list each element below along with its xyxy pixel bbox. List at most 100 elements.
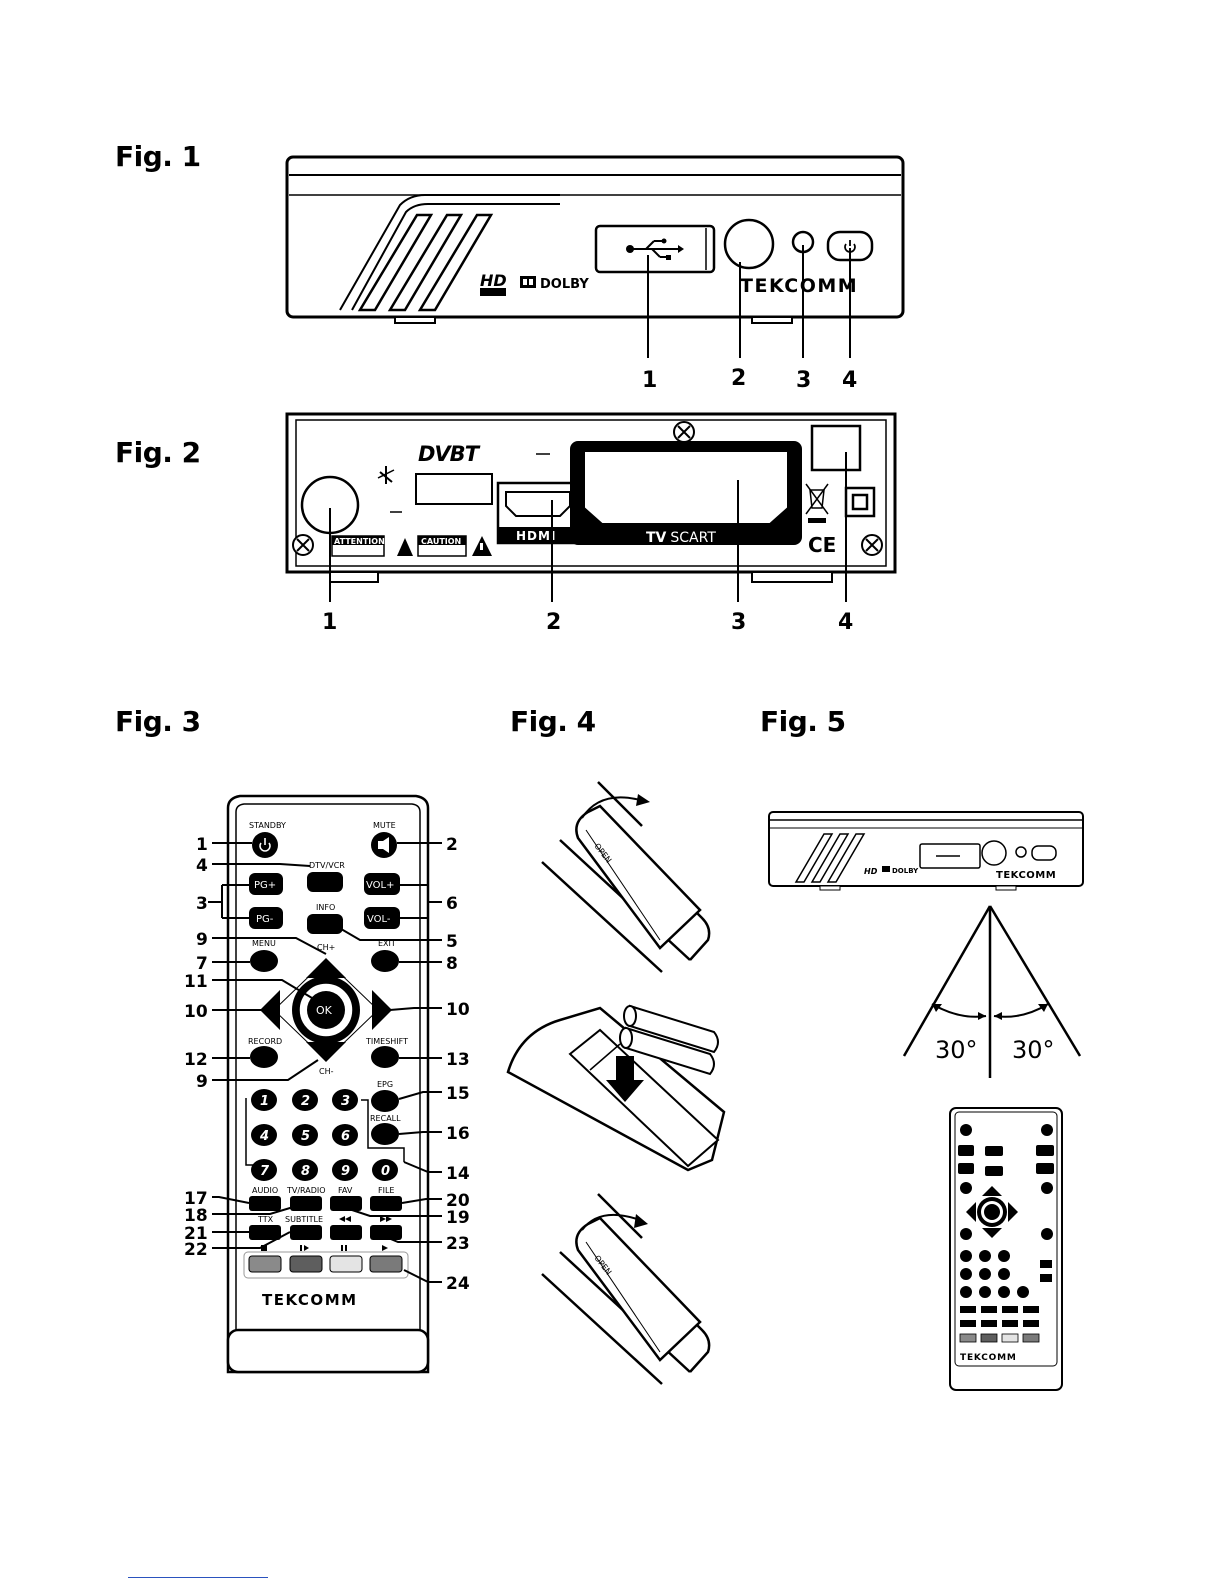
svg-text:TEKCOMM: TEKCOMM bbox=[960, 1353, 1017, 1363]
remote-chplus-label: CH+ bbox=[317, 943, 335, 952]
remote-file-button bbox=[370, 1196, 402, 1211]
remote-leader-line bbox=[389, 1007, 442, 1011]
remote-callout-left: 1 bbox=[196, 835, 208, 855]
remote-callout-left: 10 bbox=[184, 1002, 208, 1022]
angle-left-label: 30° bbox=[935, 1036, 978, 1064]
small-remote-digit bbox=[998, 1286, 1010, 1298]
remote-fav-button bbox=[330, 1196, 362, 1211]
remote-epg-label: EPG bbox=[377, 1080, 393, 1089]
fig1-callout-3: 3 bbox=[796, 368, 812, 393]
remote-callout-left: 9 bbox=[196, 1072, 208, 1092]
remote-callout-left: 3 bbox=[196, 894, 208, 914]
remote-volminus-button bbox=[364, 907, 400, 929]
remote-callout-right: 2 bbox=[446, 835, 458, 855]
small-remote-digit bbox=[998, 1250, 1010, 1262]
remote-timeshift-button bbox=[371, 1046, 399, 1068]
remote-leader-line bbox=[212, 979, 313, 999]
remote-recall-label: RECALL bbox=[370, 1114, 401, 1123]
remote-brand: TEKCOMM bbox=[262, 1291, 358, 1309]
small-remote-digit bbox=[960, 1286, 972, 1298]
remote-tvradio-label: TV/RADIO bbox=[286, 1186, 326, 1195]
remote-tvradio-button bbox=[290, 1196, 322, 1211]
small-remote-function-button bbox=[960, 1306, 976, 1313]
remote-callout-right: 16 bbox=[446, 1124, 470, 1144]
small-remote-function-button bbox=[1002, 1306, 1018, 1313]
fig1-callout-4: 4 bbox=[842, 368, 858, 393]
fastforward-icon bbox=[380, 1216, 392, 1222]
remote-callout-right: 19 bbox=[446, 1208, 470, 1228]
weee-icon bbox=[805, 483, 829, 523]
fig1-callout-2: 2 bbox=[731, 366, 747, 391]
svg-text:DOLBY: DOLBY bbox=[892, 867, 919, 875]
stop-icon bbox=[261, 1245, 267, 1251]
remote-callout-left: 17 bbox=[184, 1189, 208, 1209]
remote-file-label: FILE bbox=[378, 1186, 394, 1195]
remote-leader-line bbox=[398, 1131, 442, 1135]
remote-standby-button bbox=[252, 832, 278, 858]
remote-leader-line bbox=[212, 1231, 291, 1249]
fig2-title: Fig. 2 bbox=[115, 436, 201, 469]
remote-standby-label: STANDBY bbox=[249, 821, 286, 830]
dvbt-logo: DVBT bbox=[418, 442, 481, 466]
remote-callout-left: 4 bbox=[196, 856, 208, 876]
remote-blue-button bbox=[369, 1255, 403, 1273]
remote-record-button bbox=[250, 1046, 278, 1068]
remote-chminus-label: CH- bbox=[319, 1067, 334, 1076]
remote-callout-left: 22 bbox=[184, 1240, 208, 1260]
remote-red-button bbox=[248, 1255, 282, 1273]
remote-callout-right: 13 bbox=[446, 1050, 470, 1070]
remote-leader-line bbox=[403, 1269, 442, 1283]
remote-callout-left: 12 bbox=[184, 1050, 208, 1070]
svg-text:PG+: PG+ bbox=[254, 880, 276, 891]
small-remote-color-button bbox=[980, 1333, 998, 1343]
remote-leader-line bbox=[212, 863, 311, 867]
remote-digit-label: 2 bbox=[301, 1094, 310, 1109]
remote-leader-line bbox=[373, 1231, 442, 1243]
usb-icon bbox=[626, 238, 684, 260]
hdmi-label: HDMI bbox=[516, 529, 556, 543]
small-remote-digit bbox=[998, 1268, 1010, 1280]
remote-callout-right: 15 bbox=[446, 1084, 470, 1104]
remote-subtitle-label: SUBTITLE bbox=[285, 1215, 323, 1224]
remote-callout-left: 11 bbox=[184, 972, 208, 992]
insert-arrow-icon bbox=[606, 1056, 644, 1102]
remote-leader-line bbox=[403, 1161, 442, 1173]
remote-callout-left: 18 bbox=[184, 1206, 208, 1226]
remote-callout-right: 24 bbox=[446, 1274, 470, 1294]
remote-digit-label: 7 bbox=[260, 1164, 270, 1179]
remote-ttx-button bbox=[249, 1225, 281, 1240]
remote-callout-left: 7 bbox=[196, 954, 208, 974]
fig2-callout-4: 4 bbox=[838, 610, 854, 635]
remote-epg-button bbox=[371, 1090, 399, 1112]
remote-dtvvcr-label: DTV/VCR bbox=[309, 861, 345, 870]
svg-text:PG-: PG- bbox=[256, 914, 274, 925]
remote-leader-line bbox=[212, 1059, 319, 1081]
remote-timeshift-label: TIMESHIFT bbox=[365, 1037, 408, 1046]
remote-mute-label: MUTE bbox=[373, 821, 396, 830]
remote-digit-label: 3 bbox=[341, 1094, 350, 1109]
remote-exit-label: EXIT bbox=[378, 939, 396, 948]
remote-digit-button bbox=[332, 1159, 358, 1181]
remote-callout-right: 8 bbox=[446, 954, 458, 974]
fig1-brand: TEKCOMM bbox=[740, 275, 858, 297]
ce-mark: CE bbox=[808, 533, 836, 557]
angle-right-label: 30° bbox=[1012, 1036, 1055, 1064]
remote-fav-label: FAV bbox=[338, 1186, 353, 1195]
remote-callout-left: 9 bbox=[196, 930, 208, 950]
small-remote-color-button bbox=[1001, 1333, 1019, 1343]
small-remote-digit bbox=[979, 1286, 991, 1298]
small-remote-function-button bbox=[1023, 1306, 1039, 1313]
mute-icon bbox=[378, 837, 389, 853]
remote-recall-button bbox=[371, 1123, 399, 1145]
remote-pgminus-button bbox=[249, 907, 283, 929]
rewind-icon bbox=[339, 1216, 351, 1222]
small-remote-digit bbox=[979, 1268, 991, 1280]
remote-digit-button bbox=[332, 1124, 358, 1146]
remote-leader-line bbox=[212, 1204, 301, 1215]
remote-leader-line bbox=[212, 937, 327, 955]
remote-digit-label: 8 bbox=[301, 1164, 310, 1179]
battery-open-label-3: OPEN bbox=[592, 1254, 613, 1277]
remote-digit-button bbox=[292, 1159, 318, 1181]
remote-ttx-label: TTX bbox=[257, 1215, 274, 1224]
